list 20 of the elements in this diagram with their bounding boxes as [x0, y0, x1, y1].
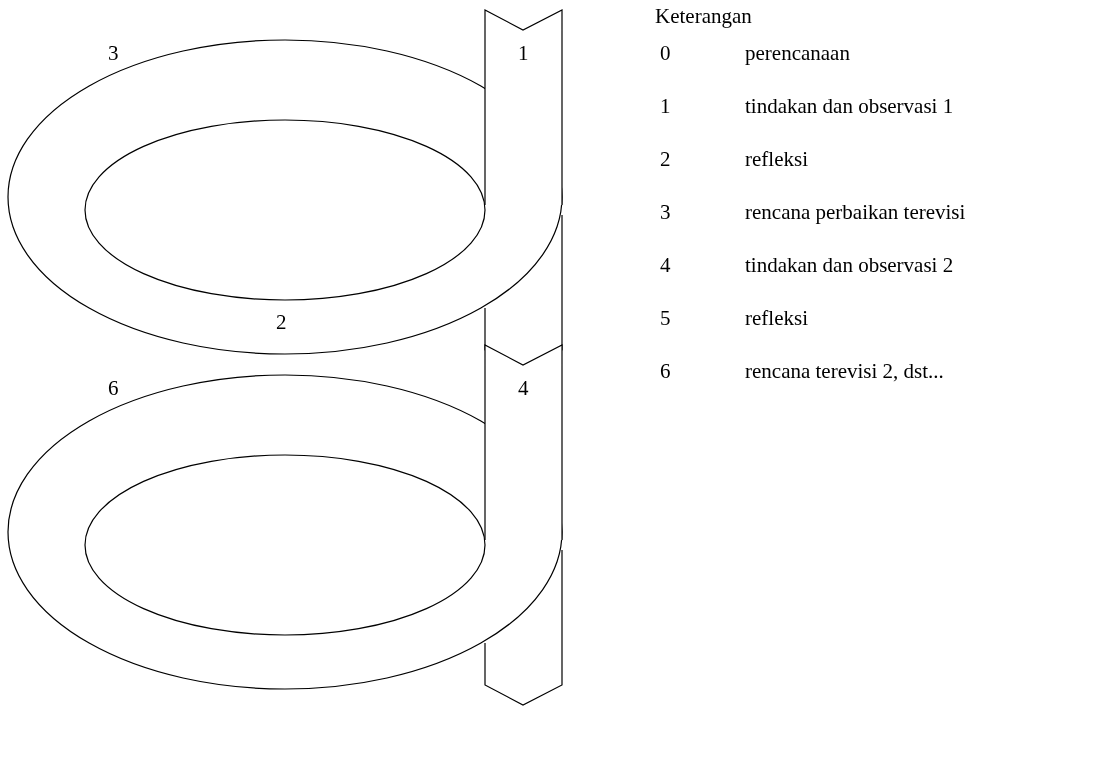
legend-number: 0 [660, 43, 671, 64]
legend-number: 1 [660, 96, 671, 117]
legend-text: tindakan dan observasi 2 [745, 255, 954, 276]
legend-text: tindakan dan observasi 1 [745, 96, 954, 117]
legend-text: refleksi [745, 149, 808, 170]
legend-text: rencana terevisi 2, dst... [745, 361, 944, 382]
step-number: 2 [276, 312, 287, 333]
step-number: 4 [518, 378, 529, 399]
legend-number: 2 [660, 149, 671, 170]
legend-heading: Keterangan [655, 6, 752, 27]
legend-number: 3 [660, 202, 671, 223]
step-number: 1 [518, 43, 529, 64]
legend-number: 6 [660, 361, 671, 382]
legend-number: 5 [660, 308, 671, 329]
legend-text: refleksi [745, 308, 808, 329]
legend-number: 4 [660, 255, 671, 276]
step-number: 6 [108, 378, 119, 399]
step-number: 3 [108, 43, 119, 64]
legend-text: perencanaan [745, 43, 850, 64]
legend-text: rencana perbaikan terevisi [745, 202, 966, 223]
